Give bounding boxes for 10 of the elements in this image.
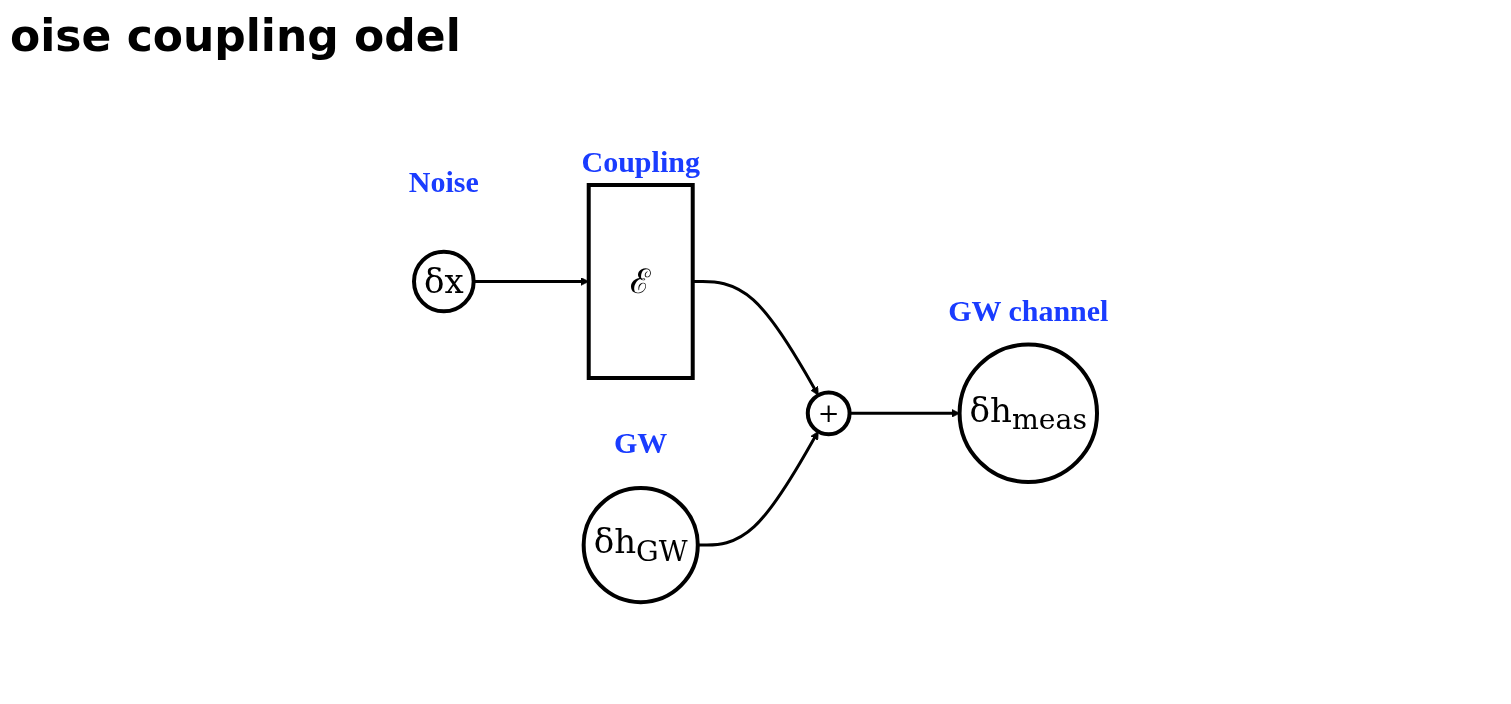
node-circle: δh$_{meas}$ [957,342,1099,485]
node-caption: GW [614,425,668,460]
node-circle: δx [412,249,476,314]
node-box: ℰ [586,183,695,381]
node-circle: δh$_{GW}$ [581,486,700,605]
title: oise coupling odel [10,10,461,61]
node-caption: Coupling [581,145,700,180]
node-caption: Noise [408,165,479,200]
node-caption: GW channel [948,293,1109,328]
node-circle: + [805,390,852,437]
